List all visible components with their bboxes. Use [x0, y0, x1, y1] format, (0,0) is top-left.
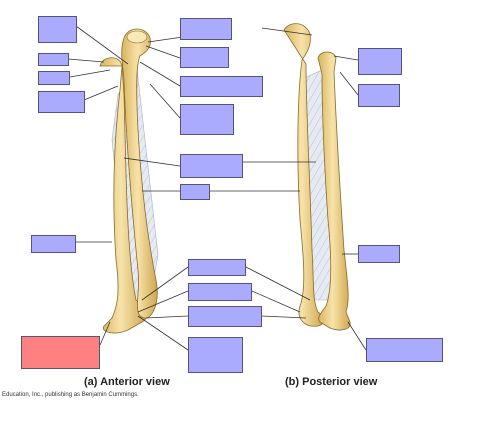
- label-box-ulnar-notch[interactable]: [188, 259, 246, 276]
- label-box-coronoid[interactable]: [180, 47, 229, 68]
- leader-line: [67, 58, 105, 63]
- leader-line: [137, 315, 189, 351]
- ulna-anterior: [121, 28, 158, 319]
- label-box-posterior-shaft[interactable]: [358, 245, 400, 263]
- label-box-styloid-radius[interactable]: [21, 336, 100, 369]
- leader-line: [149, 83, 181, 119]
- leader-line: [75, 25, 129, 65]
- label-box-radius[interactable]: [31, 235, 76, 253]
- leader-line: [99, 321, 111, 346]
- label-box-posterior-neck[interactable]: [358, 84, 400, 107]
- leader-line: [83, 85, 119, 101]
- caption-anterior-view: (a) Anterior view: [84, 376, 170, 388]
- leader-line: [145, 315, 189, 319]
- ulna-posterior: [283, 23, 324, 327]
- label-box-olecranon[interactable]: [38, 16, 77, 43]
- label-box-ulna-head[interactable]: [188, 283, 252, 301]
- leader-line: [261, 27, 313, 36]
- label-box-radius-head-lower[interactable]: [38, 71, 70, 85]
- anterior-view: [99, 28, 159, 334]
- label-box-ulnar-tuberosity[interactable]: [180, 104, 234, 135]
- leader-line: [245, 266, 311, 301]
- leader-line: [123, 157, 181, 167]
- leader-line: [333, 55, 359, 61]
- label-box-ulna[interactable]: [180, 184, 210, 200]
- leader-line: [261, 315, 307, 319]
- leader-line: [137, 290, 189, 313]
- leader-line: [347, 321, 367, 351]
- leader-line: [251, 290, 301, 313]
- caption-posterior-view: (b) Posterior view: [285, 376, 378, 388]
- leader-line: [69, 69, 111, 78]
- label-box-top-center[interactable]: [180, 18, 232, 40]
- posterior-view: [283, 23, 351, 331]
- label-box-distal-radioulnar[interactable]: [188, 337, 243, 373]
- label-box-posterior-styloid[interactable]: [366, 338, 443, 362]
- label-box-radial-notch[interactable]: [180, 76, 263, 97]
- label-box-radius-head-upper[interactable]: [38, 53, 69, 66]
- label-box-posterior-top[interactable]: [358, 48, 402, 75]
- copyright-credit: Education, Inc., publishing as Benjamin …: [2, 392, 139, 398]
- leader-line: [139, 61, 181, 87]
- leader-lines: [67, 25, 367, 351]
- leader-line: [145, 45, 181, 59]
- leader-line: [141, 266, 189, 301]
- leader-line: [339, 71, 359, 96]
- radius-posterior: [317, 51, 351, 331]
- label-box-interosseous-membrane[interactable]: [180, 154, 243, 178]
- label-box-radial-tuberosity[interactable]: [38, 91, 85, 113]
- label-box-styloid-ulna[interactable]: [188, 306, 262, 327]
- radius-anterior: [99, 57, 147, 334]
